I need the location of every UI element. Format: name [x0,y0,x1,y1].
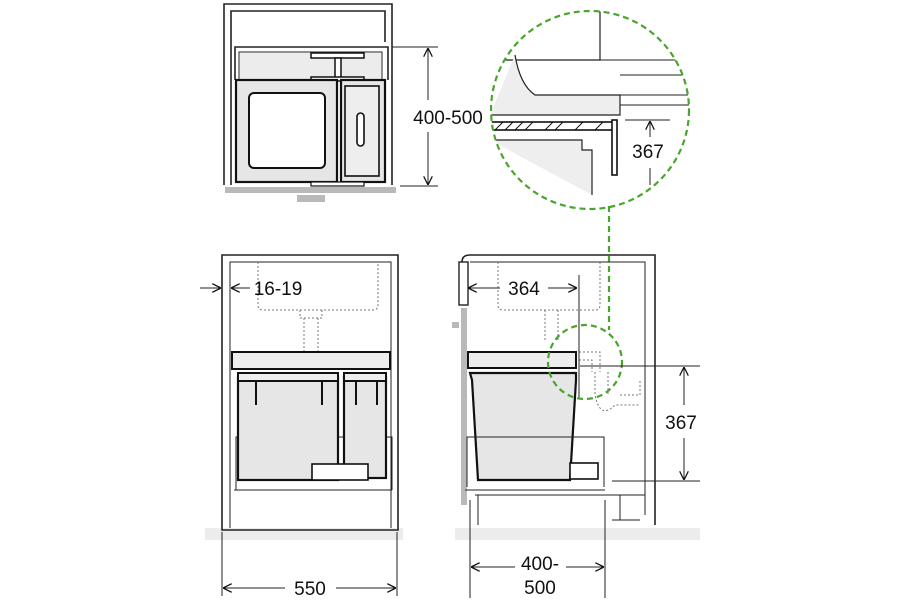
cabinet-depth-label-2: 500 [524,578,556,599]
sink-depth-label: 364 [508,279,540,300]
detail-height-label: 367 [632,142,664,163]
small-bin-front [342,375,388,480]
top-view: 400-500 [223,3,483,202]
cabinet-width-label: 550 [294,579,326,600]
side-offset-label: 16-19 [254,279,303,300]
front-view: 550 16-19 [200,254,403,600]
side-view: 364 367 400- 500 [452,254,700,599]
drawer-height-label: 367 [665,413,697,434]
top-depth-label: 400-500 [413,108,483,129]
bin-side [468,371,578,482]
detail-view: 367 [489,9,691,330]
cabinet-depth-label-1: 400- [521,554,559,575]
